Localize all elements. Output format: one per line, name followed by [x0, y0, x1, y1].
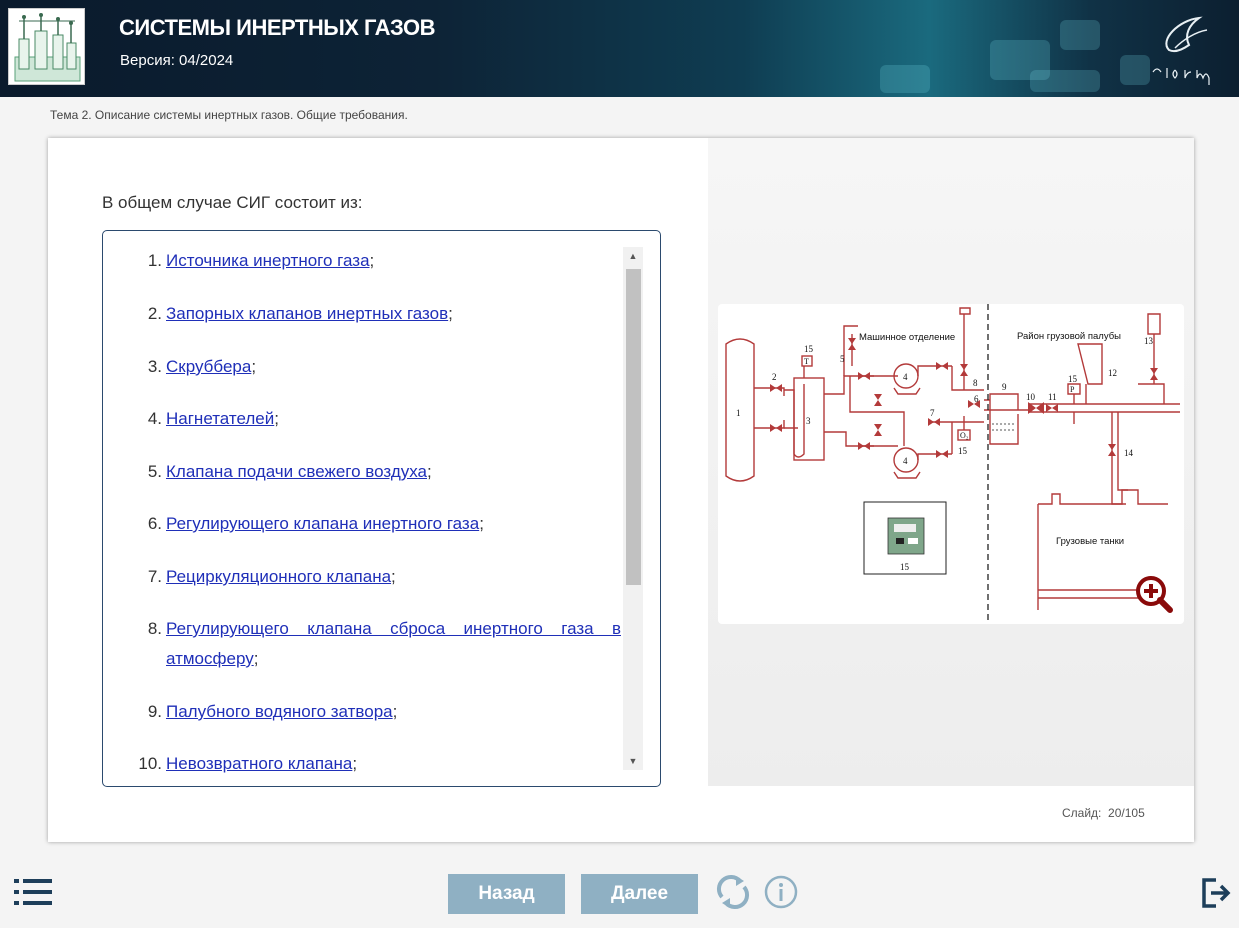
diagram-number: 4 [903, 456, 908, 466]
diagram-number: 7 [930, 408, 935, 418]
app-version: Версия: 04/2024 [120, 52, 234, 69]
diagram-cargo-tanks-label: Грузовые танки [1056, 536, 1124, 547]
diagram-number: 12 [1108, 368, 1117, 378]
media-panel: 1 2 3 4 4 5 6 7 8 9 10 11 12 13 14 15 15 [708, 138, 1194, 786]
scroll-down-arrow-icon[interactable]: ▼ [628, 756, 638, 766]
diagram-number: 4 [903, 372, 908, 382]
list-item-link[interactable]: Невозвратного клапана [166, 754, 353, 773]
next-button[interactable]: Далее [581, 874, 698, 914]
exit-icon[interactable] [1200, 876, 1232, 910]
info-icon[interactable] [764, 875, 798, 909]
list-item-link[interactable]: Источника инертного газа [166, 251, 370, 270]
diagram-number: 8 [973, 378, 978, 388]
diagram-deck-area-label: Район грузовой палубы [1017, 331, 1121, 342]
components-list-box[interactable]: 1. Источника инертного газа; 2. Запорных… [102, 230, 661, 787]
app-title: СИСТЕМЫ ИНЕРТНЫХ ГАЗОВ [119, 15, 436, 40]
diagram-number: 5 [840, 354, 845, 364]
diagram-number: 6 [974, 394, 979, 404]
diagram-number: 15 [1068, 374, 1078, 384]
list-item-link[interactable]: Регулирующего клапана сброса инертного г… [166, 619, 621, 668]
course-logo [8, 8, 85, 85]
header-decor [1030, 70, 1100, 92]
slide-card: В общем случае СИГ состоит из: 1. Источн… [48, 138, 1194, 842]
inert-gas-system-diagram[interactable]: 1 2 3 4 4 5 6 7 8 9 10 11 12 13 14 15 15 [718, 304, 1184, 624]
header-decor [1120, 55, 1150, 85]
list-scrollbar[interactable]: ▲ ▼ [623, 247, 643, 770]
zoom-in-icon[interactable] [1134, 574, 1174, 614]
list-item-link[interactable]: Рециркуляционного клапана [166, 567, 392, 586]
breadcrumb: Тема 2. Описание системы инертных газов.… [50, 108, 408, 122]
diagram-number: 15 [804, 344, 814, 354]
menu-list-icon[interactable] [14, 877, 52, 907]
scroll-up-arrow-icon[interactable]: ▲ [628, 251, 638, 261]
list-item-link[interactable]: Нагнетателей [166, 409, 275, 428]
diagram-number: 2 [772, 372, 777, 382]
diagram-engine-room-label: Машинное отделение [859, 332, 955, 343]
list-item-link[interactable]: Палубного водяного затвора [166, 702, 393, 721]
scroll-thumb[interactable] [626, 269, 641, 585]
header-decor [990, 40, 1050, 80]
diagram-p-label: P [1070, 385, 1075, 394]
components-list-scroll-area[interactable]: 1. Источника инертного газа; 2. Запорных… [138, 251, 621, 773]
diagram-number: 11 [1048, 392, 1057, 402]
list-item-link[interactable]: Скруббера [166, 357, 252, 376]
refresh-icon[interactable] [714, 873, 752, 911]
list-item-link[interactable]: Запорных клапанов инертных газов [166, 304, 449, 323]
header-decor [880, 65, 930, 93]
diagram-number: 15 [900, 562, 910, 572]
slide-counter: Слайд: 20/105 [1062, 806, 1145, 820]
diagram-number: 14 [1124, 448, 1134, 458]
diagram-number: 9 [1002, 382, 1007, 392]
list-item-link[interactable]: Клапана подачи свежего воздуха [166, 462, 428, 481]
diagram-o2-label: O₂ [960, 431, 969, 440]
diagram-number: 3 [806, 416, 811, 426]
list-item-link[interactable]: Регулирующего клапана инертного газа [166, 514, 480, 533]
intro-text: В общем случае СИГ состоит из: [102, 193, 363, 212]
diagram-number: 15 [958, 446, 968, 456]
diagram-number: 1 [736, 408, 741, 418]
diagram-number: 10 [1026, 392, 1036, 402]
header-decor [1060, 20, 1100, 50]
diagram-t-label: T [804, 357, 809, 366]
app-header: СИСТЕМЫ ИНЕРТНЫХ ГАЗОВ Версия: 04/2024 [0, 0, 1239, 97]
diagram-number: 13 [1144, 336, 1154, 346]
back-button[interactable]: Назад [448, 874, 565, 914]
storm-logo [1139, 10, 1219, 86]
